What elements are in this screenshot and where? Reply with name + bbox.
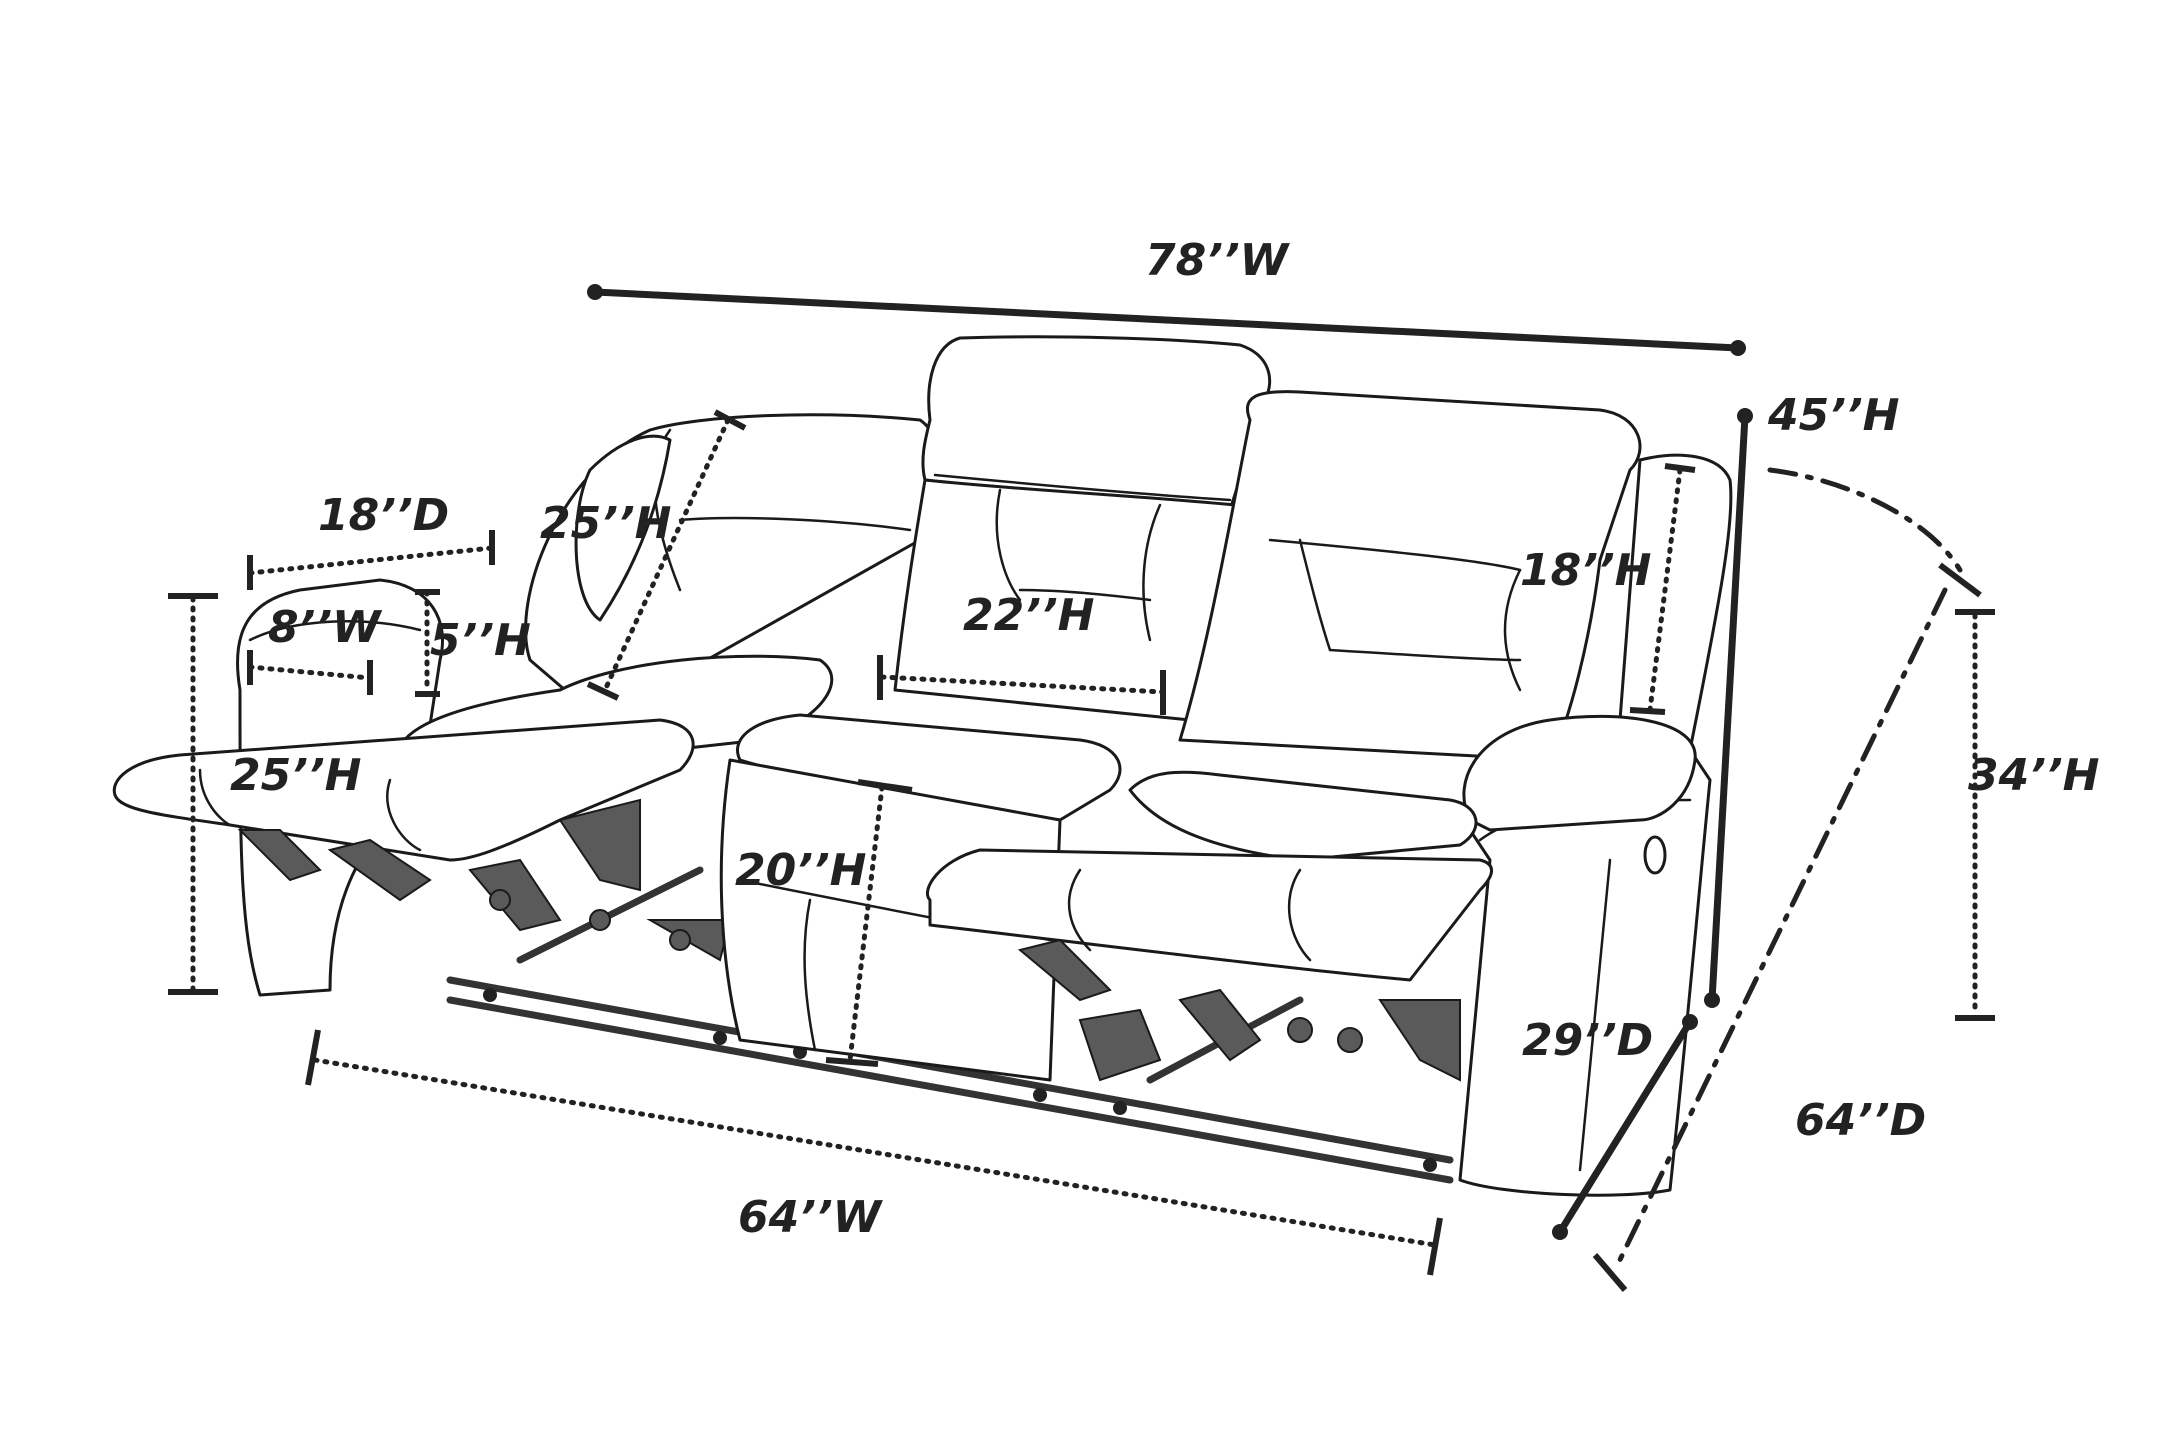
back-height-left-label: 25’’H bbox=[540, 498, 671, 549]
center-back-height-label: 22’’H bbox=[963, 590, 1094, 641]
left-head-cushion bbox=[574, 434, 672, 622]
seat-depth-label: 29’’D bbox=[1522, 1015, 1653, 1066]
reclined-depth-label: 64’’D bbox=[1795, 1095, 1926, 1146]
console-height-label: 5’’H bbox=[430, 615, 531, 666]
right-back-height-line bbox=[1629, 463, 1696, 715]
right-mechanism bbox=[1017, 938, 1461, 1082]
console-height-line bbox=[415, 589, 440, 697]
reclined-depth-line bbox=[1552, 467, 1982, 1292]
footrest-height-label: 25’’H bbox=[230, 750, 361, 801]
left-mechanism bbox=[237, 798, 732, 962]
dimension-lines bbox=[168, 284, 1995, 1292]
right-armrest-pad bbox=[1462, 714, 1697, 832]
overall-height-label: 45’’H bbox=[1767, 390, 1899, 441]
right-seat-cushion bbox=[1128, 770, 1478, 862]
left-side-height-line bbox=[168, 593, 218, 995]
right-backrest bbox=[1178, 390, 1642, 762]
right-footrest bbox=[926, 848, 1493, 982]
seat-width-front-line bbox=[305, 1029, 1443, 1276]
right-back-height-label: 18’’H bbox=[1520, 545, 1651, 596]
base-frame bbox=[446, 866, 1454, 1184]
console-depth-label: 18’’D bbox=[318, 490, 449, 541]
seat-width-front-label: 64’’W bbox=[738, 1192, 884, 1243]
overall-width-label: 78’’W bbox=[1145, 235, 1291, 286]
overall-width-line bbox=[587, 284, 1746, 356]
power-button-icon bbox=[1643, 835, 1667, 875]
console-width-label: 8’’W bbox=[268, 602, 383, 653]
arm-height-label: 34’’H bbox=[1968, 750, 2099, 801]
seat-height-label: 20’’H bbox=[735, 845, 866, 896]
console-depth-line bbox=[247, 530, 495, 590]
console-width-line bbox=[247, 650, 373, 695]
sofa-illustration bbox=[112, 335, 1733, 1197]
left-back-height-line bbox=[586, 409, 747, 701]
center-back-line bbox=[877, 655, 1166, 715]
seat-height-line bbox=[825, 779, 913, 1067]
dimension-labels: 78’’W 45’’H 64’’D 34’’H 18’’H 29’’D 22’’… bbox=[230, 235, 2099, 1243]
overall-height-line bbox=[1704, 408, 1753, 1008]
arm-height-line bbox=[1955, 609, 1995, 1021]
